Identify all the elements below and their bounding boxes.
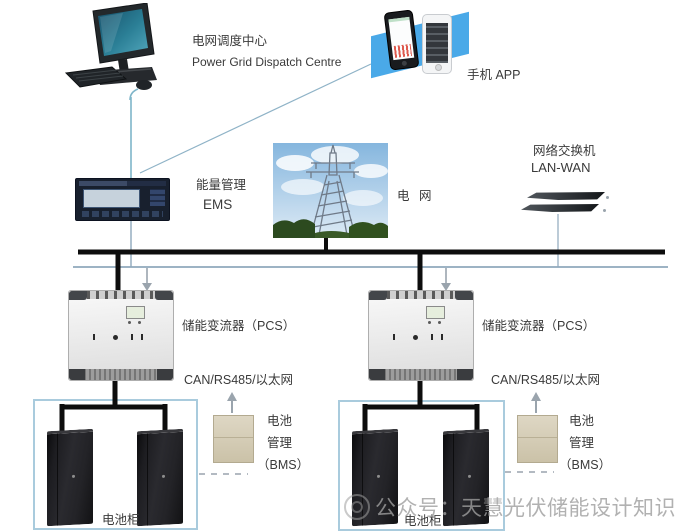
grid-label: 电 网 [397,189,435,203]
ems-label-en: EMS [203,197,233,212]
pcs-cabinet-icon-right [368,290,474,381]
bms-label-right: 电池 管理 （BMS） [559,410,611,476]
pcs-label-left: 储能变流器（PCS） [182,319,296,333]
black-smartphone-icon [383,9,420,71]
bms-label-line1: 电池 [569,414,595,428]
pcs-cabinet-icon-left [68,290,174,381]
bms-label-line2: 管理 [569,436,595,450]
switch-label-en: LAN-WAN [531,160,591,175]
network-switch-icon [521,191,609,217]
watermark: 公众号：天慧光伏储能设计知识 [344,492,675,522]
watermark-logo-icon [344,494,370,520]
bms-label-left: 电池 管理 （BMS） [257,410,309,476]
battery-cabinet-icon [137,428,183,527]
bms-label-line3: （BMS） [559,458,612,472]
watermark-text: 公众号：天慧光伏储能设计知识 [375,497,675,520]
mobile-app-label: 手机 APP [467,68,521,82]
can-bus-label-right: CAN/RS485/以太网 [491,373,601,387]
battery-cabinet-icon [47,428,93,527]
can-bus-label-left: CAN/RS485/以太网 [184,373,294,387]
ems-screen [83,189,140,208]
bms-label-line3: （BMS） [257,458,310,472]
ems-label-zh: 能量管理 [196,178,247,192]
dispatch-center-label-zh: 电网调度中心 [192,34,268,48]
dispatch-center-label-en: Power Grid Dispatch Centre [192,55,342,69]
ems-device-icon [75,178,170,221]
bms-unit-icon-left [213,415,254,463]
bms-label-line2: 管理 [267,436,293,450]
power-grid-tower-photo [273,143,388,238]
pcs-label-right: 储能变流器（PCS） [482,319,596,333]
bms-unit-icon-right [517,415,558,463]
desktop-computer-icon [64,3,157,101]
battery-cabinet-label-left: 电池柜 [102,513,140,527]
white-smartphone-icon [422,14,452,74]
mobile-app-image [371,8,469,79]
bms-label-line1: 电池 [267,414,293,428]
battery-cabinet-label-right: 电池柜 [404,514,442,528]
switch-label-zh: 网络交换机 [533,144,596,158]
